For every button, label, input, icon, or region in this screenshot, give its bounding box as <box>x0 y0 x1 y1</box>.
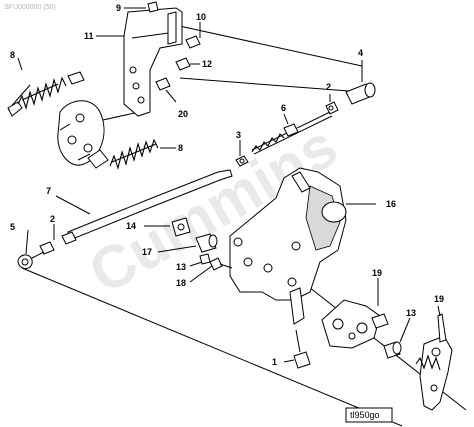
callout-1: 1 <box>272 357 277 367</box>
bushing <box>195 233 218 253</box>
threaded-rod <box>251 111 333 155</box>
callout-20: 20 <box>178 109 188 119</box>
header-reference: SFU000000 (50) <box>4 4 56 11</box>
washer <box>171 217 191 237</box>
callout-8-upper: 8 <box>10 50 15 60</box>
callout-leaders <box>17 7 441 363</box>
callout-2-lower: 2 <box>50 214 55 224</box>
callout-14: 14 <box>126 221 136 231</box>
callout-10: 10 <box>196 12 206 22</box>
upper-bracket <box>123 7 183 117</box>
screw <box>209 257 233 271</box>
callout-19: 19 <box>434 294 444 304</box>
callout-labels: 9 10 11 12 8 20 8 4 2 6 3 7 2 5 14 17 13… <box>10 3 444 367</box>
callout-9: 9 <box>116 3 121 13</box>
callout-4: 4 <box>358 48 363 58</box>
rod-end <box>17 251 45 269</box>
lever-assembly <box>415 313 453 411</box>
callout-11: 11 <box>84 31 94 41</box>
callout-16: 17 <box>142 247 152 257</box>
callout-6: 6 <box>281 103 286 113</box>
upper-rod-end <box>325 82 376 115</box>
pivot-bracket <box>321 299 389 349</box>
callout-7: 7 <box>46 186 51 196</box>
callout-18: 19 <box>372 268 382 278</box>
illustration-id-box: tl950go <box>345 407 393 423</box>
callout-2-upper: 2 <box>326 82 331 92</box>
return-spring-upper <box>17 76 67 110</box>
link-rod <box>39 169 233 255</box>
callout-8-lower: 8 <box>178 143 183 153</box>
illustration-id: tl950go <box>350 410 380 420</box>
callout-15: 16 <box>386 199 396 209</box>
callout-12: 12 <box>202 59 212 69</box>
callout-3: 3 <box>236 130 241 140</box>
throttle-lever <box>7 71 109 169</box>
return-spring-lower <box>109 138 159 170</box>
nut <box>235 155 249 167</box>
fasteners <box>147 1 201 91</box>
callout-13-left: 13 <box>176 262 186 272</box>
lower-bushing <box>383 341 402 359</box>
main-bracket <box>229 167 347 325</box>
callout-5: 5 <box>10 222 15 232</box>
callout-13-right: 13 <box>406 308 416 318</box>
bolt <box>293 329 311 369</box>
callout-17: 18 <box>176 278 186 288</box>
